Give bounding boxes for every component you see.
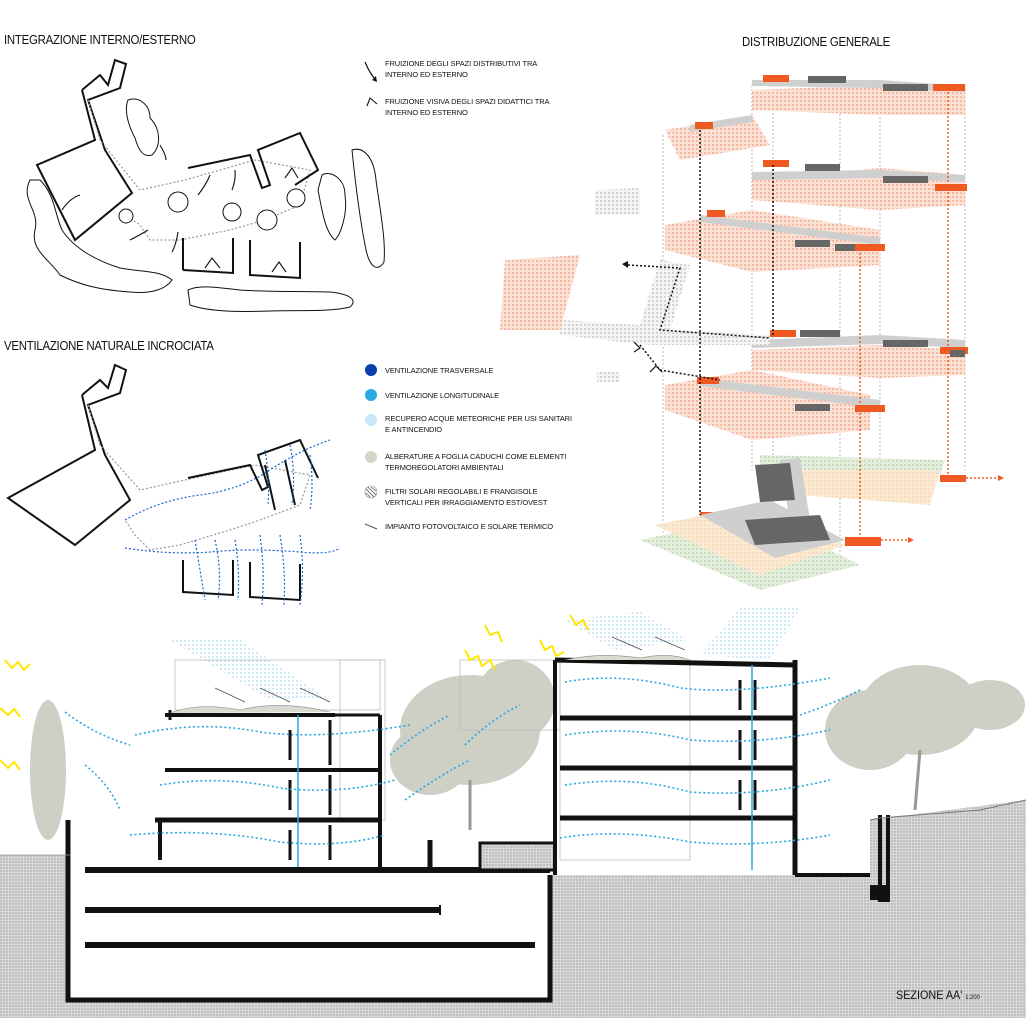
legend-integration-text-2: FRUIZIONE VISIVA DEGLI SPAZI DIDATTICI T…	[385, 97, 550, 117]
integration-plan	[26, 58, 385, 312]
legend-vent-text-2: VENTILAZIONE LONGITUDINALE	[385, 391, 500, 400]
section-title: SEZIONE AA'	[896, 988, 963, 1002]
ventilation-plan	[6, 363, 341, 606]
section-aa	[0, 608, 1026, 1018]
legend-vent-text-1: VENTILAZIONE TRASVERSALE	[385, 366, 494, 375]
ventilation-heading: VENTILAZIONE NATURALE INCROCIATA	[4, 338, 214, 353]
section-caption: SEZIONE AA' 1:200	[896, 988, 980, 1002]
integration-heading: INTEGRAZIONE INTERNO/ESTERNO	[4, 32, 196, 47]
distribution-axonometric	[500, 75, 1004, 590]
legend-vent-text-4: ALBERATURE A FOGLIA CADUCHI COME ELEMENT…	[385, 452, 567, 472]
legend-vent-text-3: RECUPERO ACQUE METEORICHE PER USI SANITA…	[385, 414, 572, 434]
legend-vent-text-6: IMPIANTO FOTOVOLTAICO E SOLARE TERMICO	[385, 522, 554, 531]
distribution-heading: DISTRIBUZIONE GENERALE	[742, 34, 891, 49]
section-scale: 1:200	[965, 994, 980, 1001]
legend-vent-text-5: FILTRI SOLARI REGOLABILI E FRANGISOLE VE…	[385, 487, 548, 507]
legend-integration-text-1: FRUIZIONE DEGLI SPAZI DISTRIBUTIVI TRA I…	[385, 59, 537, 79]
